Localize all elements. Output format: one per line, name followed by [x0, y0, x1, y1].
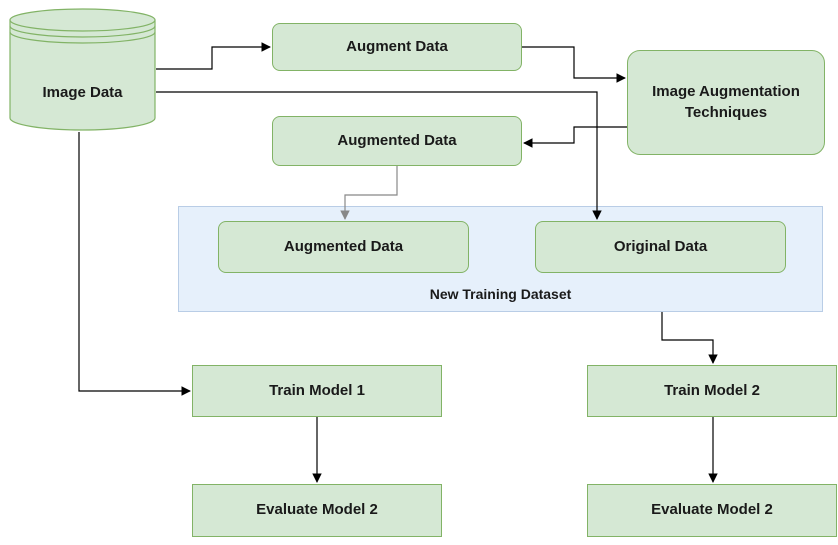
- train-model-2-label: Train Model 2: [664, 381, 760, 399]
- edge-augment-to-techniques: [522, 46, 626, 83]
- edge-image-to-train1: [78, 132, 191, 396]
- augmented-data-inner-label: Augmented Data: [283, 237, 404, 255]
- augmented-data-label: Augmented Data: [337, 131, 457, 149]
- train-model-2-node[interactable]: Train Model 2: [587, 365, 837, 417]
- new-training-dataset-label: New Training Dataset: [429, 286, 572, 302]
- augment-data-node[interactable]: Augment Data: [272, 23, 522, 71]
- augment-data-label: Augment Data: [346, 37, 448, 55]
- edge-techniques-to-augmented: [523, 126, 627, 148]
- evaluate-model-right-node[interactable]: Evaluate Model 2: [587, 484, 837, 537]
- train-model-1-node[interactable]: Train Model 1: [192, 365, 442, 417]
- evaluate-model-left-node[interactable]: Evaluate Model 2: [192, 484, 442, 537]
- original-data-node[interactable]: Original Data: [535, 221, 786, 273]
- original-data-label: Original Data: [613, 237, 708, 255]
- evaluate-model-left-label: Evaluate Model 2: [256, 501, 378, 519]
- augmented-data-node[interactable]: Augmented Data: [272, 116, 522, 166]
- evaluate-model-right-label: Evaluate Model 2: [651, 501, 773, 519]
- augmentation-techniques-label: Image Augmentation Techniques: [652, 83, 800, 121]
- database-cylinder-icon: [9, 8, 156, 131]
- augmented-data-inner-node[interactable]: Augmented Data: [218, 221, 469, 273]
- train-model-1-label: Train Model 1: [269, 381, 365, 399]
- edge-dataset-to-train2: [661, 312, 718, 364]
- image-data-label: Image Data: [42, 84, 123, 101]
- augmentation-techniques-node[interactable]: Image Augmentation Techniques: [627, 50, 825, 155]
- edge-image-to-augment: [156, 42, 271, 70]
- image-data-cylinder[interactable]: Image Data: [9, 8, 156, 132]
